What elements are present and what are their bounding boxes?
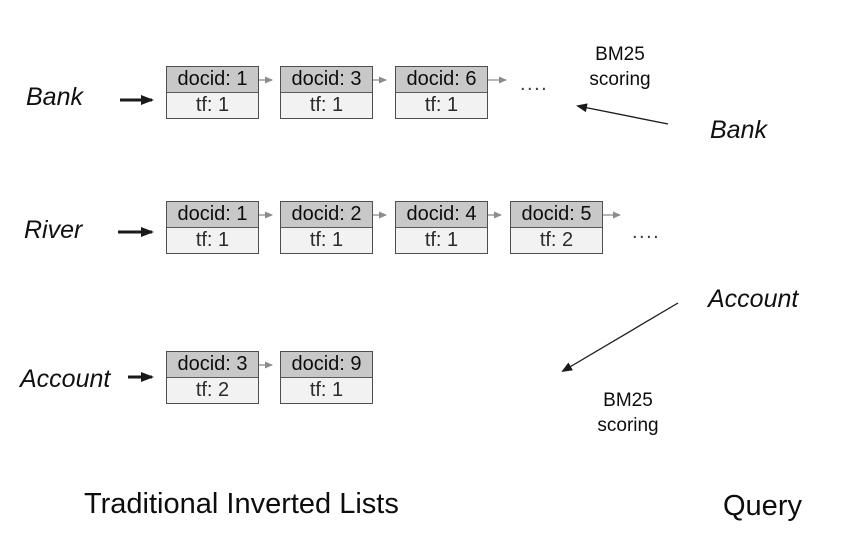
posting-box: docid: 9 tf: 1: [280, 351, 373, 404]
posting-box: docid: 1 tf: 1: [166, 201, 259, 254]
posting-box: docid: 3 tf: 1: [280, 66, 373, 119]
caption-traditional-inverted-lists: Traditional Inverted Lists: [84, 488, 399, 520]
tf-cell: tf: 1: [309, 379, 344, 401]
bm25-line: BM25: [595, 44, 645, 65]
term-label-river: River: [24, 216, 83, 244]
query-term-bank: Bank: [710, 116, 767, 144]
query-term-account: Account: [708, 285, 799, 313]
posting-box: docid: 3 tf: 2: [166, 351, 259, 404]
bm25-line: BM25: [603, 390, 653, 411]
term-label-account: Account: [20, 365, 111, 393]
posting-box: docid: 1 tf: 1: [166, 66, 259, 119]
tf-cell: tf: 2: [539, 229, 574, 251]
term-label-bank: Bank: [26, 83, 83, 111]
scoring-line: scoring: [597, 415, 659, 436]
caption-query: Query: [723, 490, 802, 522]
list-continuation-dots: ....: [632, 221, 661, 243]
posting-box: docid: 4 tf: 1: [395, 201, 488, 254]
posting-box: docid: 5 tf: 2: [510, 201, 603, 254]
docid-cell: docid: 3: [167, 352, 258, 378]
bm25-scoring-note-bottom: BM25 scoring: [576, 388, 680, 438]
list-continuation-dots: ....: [520, 73, 549, 95]
docid-cell: docid: 2: [281, 202, 372, 228]
tf-cell: tf: 1: [309, 94, 344, 116]
bm25-scoring-note-top: BM25 scoring: [568, 42, 672, 92]
docid-cell: docid: 5: [511, 202, 602, 228]
docid-cell: docid: 1: [167, 202, 258, 228]
tf-cell: tf: 1: [195, 229, 230, 251]
tf-cell: tf: 1: [424, 229, 459, 251]
docid-cell: docid: 4: [396, 202, 487, 228]
scoring-line: scoring: [589, 69, 651, 90]
docid-cell: docid: 9: [281, 352, 372, 378]
docid-cell: docid: 1: [167, 67, 258, 93]
docid-cell: docid: 3: [281, 67, 372, 93]
tf-cell: tf: 1: [424, 94, 459, 116]
posting-box: docid: 2 tf: 1: [280, 201, 373, 254]
docid-cell: docid: 6: [396, 67, 487, 93]
account-query-arrow: [561, 302, 679, 373]
tf-cell: tf: 1: [309, 229, 344, 251]
tf-cell: tf: 1: [195, 94, 230, 116]
tf-cell: tf: 2: [195, 379, 230, 401]
posting-box: docid: 6 tf: 1: [395, 66, 488, 119]
bank-query-arrow: [576, 103, 669, 125]
